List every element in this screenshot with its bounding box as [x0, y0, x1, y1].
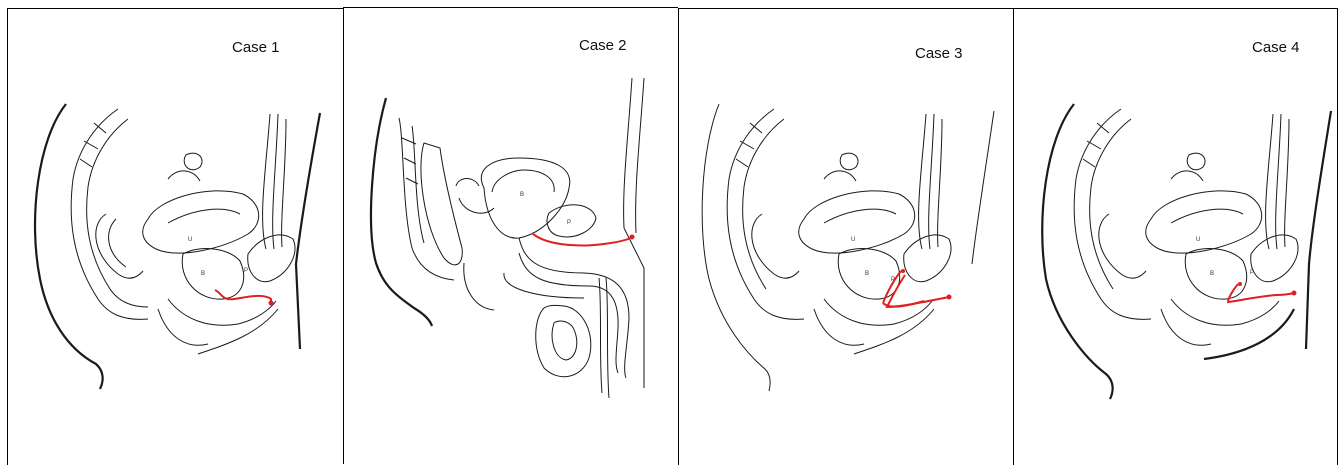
case-1-label-b: B [201, 271, 205, 277]
case-1-pelvis-diagram: U B P [8, 9, 344, 466]
case-4-label-b: B [1210, 271, 1214, 277]
panel-case-3: Case 3 [678, 8, 1013, 465]
case-2-fistula-tract [532, 233, 632, 246]
panel-case-2: Case 2 [343, 7, 678, 464]
case-4-fistula-origin [1238, 282, 1242, 286]
case-3-label-u: U [851, 237, 855, 243]
case-3-label-b: B [865, 271, 869, 277]
case-1-label-u: U [188, 237, 192, 243]
case-4-label-p: P [1250, 270, 1254, 276]
case-3-pelvis-diagram: U B P [679, 9, 1014, 466]
case-2-pelvis-diagram: B P [344, 8, 679, 466]
case-4-pelvis-diagram: U B P [1014, 9, 1339, 466]
case-3-fistula-opening [947, 295, 952, 300]
case-1-label-p: P [244, 268, 248, 274]
case-4-label-u: U [1196, 237, 1200, 243]
case-4-fistula-opening [1292, 291, 1297, 296]
case-2-label-p: P [567, 220, 571, 226]
case-2-fistula-opening [630, 235, 635, 240]
case-1-fistula-opening [269, 301, 274, 306]
case-4-fistula-tract [1228, 284, 1294, 302]
panel-case-1: Case 1 [7, 8, 343, 465]
case-3-fistula-origin [901, 269, 905, 273]
panel-case-4: Case 4 [1013, 8, 1338, 465]
case-1-fistula-tract [215, 290, 271, 303]
case-2-label-b: B [520, 192, 524, 198]
